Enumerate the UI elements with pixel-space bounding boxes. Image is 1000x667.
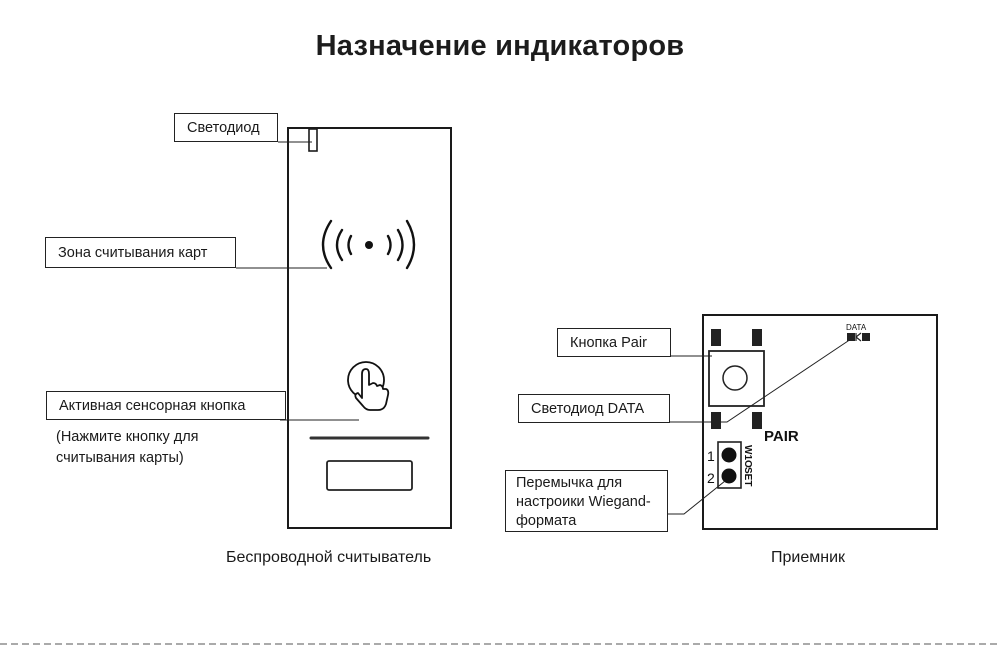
label-jumper-line-1: Перемычка для xyxy=(516,475,623,491)
label-data-led: Светодиод DATA xyxy=(518,394,670,423)
nfc-wave-icon xyxy=(321,219,416,270)
pin-1-label: 1 xyxy=(707,448,715,464)
receiver-board xyxy=(702,314,938,530)
touch-button-note: (Нажмите кнопку для считывания карты) xyxy=(56,427,199,469)
page-title: Назначение индикаторов xyxy=(315,30,685,62)
label-led-text: Светодиод xyxy=(187,119,260,136)
pcb-mark-top: W1O xyxy=(742,445,753,468)
pcb-mark-bottom: SET xyxy=(742,467,753,486)
pin-2-label: 2 xyxy=(707,470,715,486)
touch-hand-icon xyxy=(347,361,390,411)
label-card-zone: Зона считывания карт xyxy=(45,237,236,268)
pair-pad-br xyxy=(752,412,762,429)
reader-display-window xyxy=(326,460,413,491)
label-led: Светодиод xyxy=(174,113,278,142)
jumper-pin-1 xyxy=(721,447,737,463)
jumper-pin-2 xyxy=(721,468,737,484)
data-led-leader-line xyxy=(670,338,852,423)
pair-pad-tr xyxy=(752,329,762,346)
pair-button-body xyxy=(708,350,765,407)
note-line-2: считывания карты) xyxy=(56,450,184,466)
reader-body xyxy=(287,127,452,529)
pcb-pair-marking: PAIR xyxy=(764,428,799,445)
nfc-dot-icon xyxy=(365,241,373,249)
data-led-symbol xyxy=(855,332,862,342)
label-jumper-line-2: настроики Wiegand- xyxy=(516,494,651,510)
reader-caption: Беспроводной считыватель xyxy=(226,549,432,566)
label-jumper: Перемычка для настроики Wiegand- формата xyxy=(505,470,668,532)
label-pair-button: Кнопка Pair xyxy=(557,328,671,357)
label-touch-button-text: Активная сенсорная кнопка xyxy=(59,397,246,414)
label-touch-button: Активная сенсорная кнопка xyxy=(46,391,286,420)
data-led-pad-left xyxy=(847,333,855,341)
pair-button-circle xyxy=(722,365,748,391)
note-line-1: (Нажмите кнопку для xyxy=(56,429,199,445)
label-card-zone-text: Зона считывания карт xyxy=(58,244,208,261)
reader-led xyxy=(308,128,318,152)
label-pair-button-text: Кнопка Pair xyxy=(570,334,647,351)
label-jumper-line-3: формата xyxy=(516,513,577,529)
jumper-leader-line xyxy=(668,480,726,515)
pcb-data-marking: DATA xyxy=(846,323,867,332)
pair-pad-tl xyxy=(711,329,721,346)
receiver-caption: Приемник xyxy=(771,549,846,566)
pair-pad-bl xyxy=(711,412,721,429)
label-data-led-text: Светодиод DATA xyxy=(531,400,645,417)
data-led-pad-right xyxy=(862,333,870,341)
